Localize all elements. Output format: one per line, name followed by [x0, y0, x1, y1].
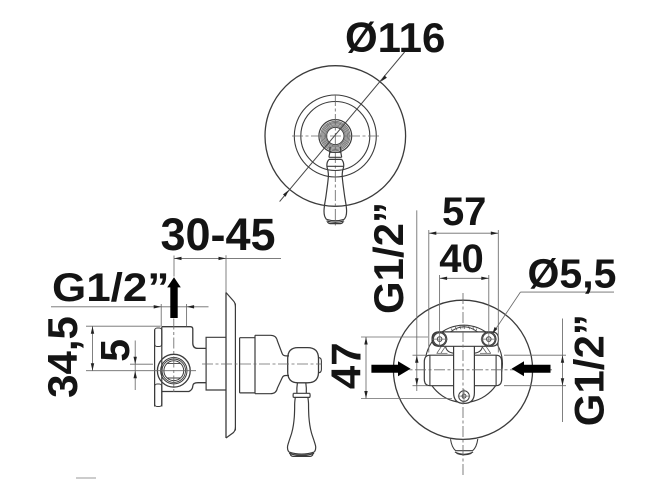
svg-text:Ø5,5: Ø5,5 — [528, 251, 617, 297]
svg-text:5: 5 — [92, 339, 138, 362]
svg-text:47: 47 — [323, 342, 370, 389]
svg-text:30-45: 30-45 — [160, 209, 275, 260]
svg-text:57: 57 — [442, 190, 487, 234]
svg-text:34,5: 34,5 — [39, 316, 86, 398]
svg-text:40: 40 — [439, 237, 484, 281]
svg-text:G1/2”: G1/2” — [52, 265, 169, 310]
svg-text:Ø116: Ø116 — [345, 14, 445, 61]
svg-text:G1/2”: G1/2” — [365, 202, 412, 314]
svg-text:G1/2”: G1/2” — [566, 314, 613, 426]
